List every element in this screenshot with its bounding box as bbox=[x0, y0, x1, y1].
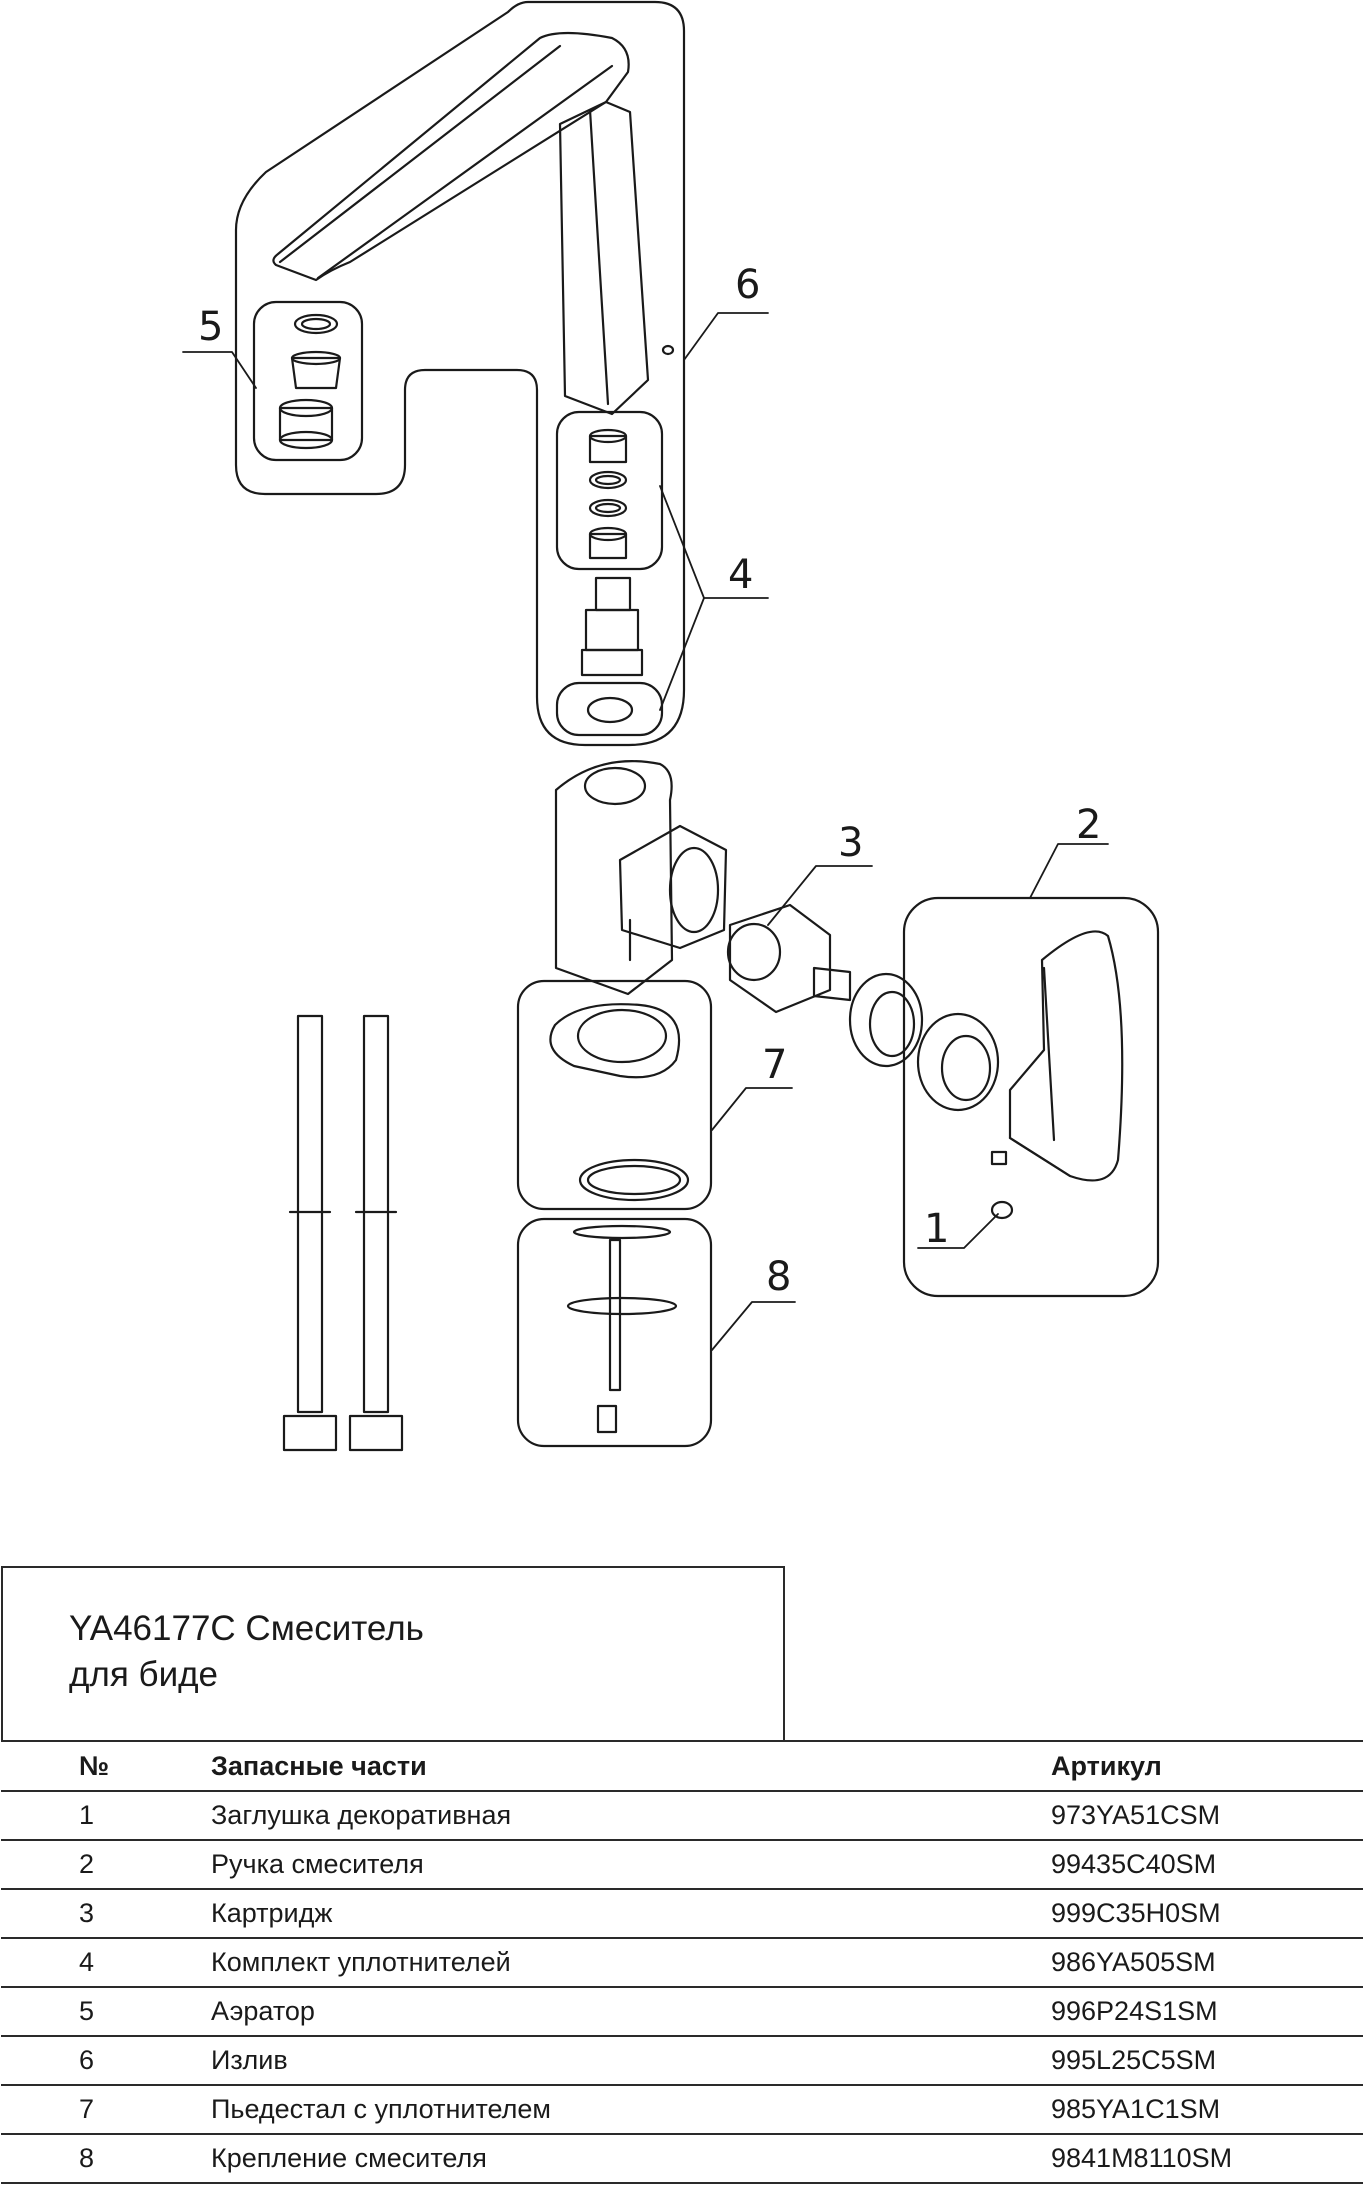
spout-group-outline bbox=[234, 0, 686, 747]
row-part: Комплект уплотнителей bbox=[211, 1937, 1051, 1988]
table-row: 6 Излив 995L25C5SM bbox=[1, 2035, 1363, 2086]
callout-4: 4 bbox=[728, 552, 753, 598]
row-part: Аэратор bbox=[211, 1986, 1051, 2037]
table-row: 2 Ручка смесителя 99435C40SM bbox=[1, 1839, 1363, 1890]
row-num: 6 bbox=[1, 2035, 211, 2086]
callout-5: 5 bbox=[198, 304, 223, 350]
row-num: 1 bbox=[1, 1790, 211, 1841]
row-part: Картридж bbox=[211, 1888, 1051, 1939]
pedestal-group-box bbox=[516, 979, 713, 1211]
row-sku: 99435C40SM bbox=[1051, 1839, 1363, 1890]
row-part: Крепление смесителя bbox=[211, 2133, 1051, 2184]
product-title: YA46177C Смеситель для биде bbox=[69, 1606, 424, 1698]
seal-kit-lower-box bbox=[555, 681, 664, 737]
base-o-ring bbox=[586, 696, 634, 724]
product-title-line2: для биде bbox=[69, 1655, 219, 1694]
row-part: Ручка смесителя bbox=[211, 1839, 1051, 1890]
callout-7: 7 bbox=[762, 1042, 787, 1088]
product-title-line1: YA46177C Смеситель bbox=[69, 1609, 424, 1648]
table-header-row: № Запасные части Артикул bbox=[1, 1740, 1363, 1792]
table-row: 8 Крепление смесителя 9841M8110SM bbox=[1, 2133, 1363, 2184]
row-sku: 996P24S1SM bbox=[1051, 1986, 1363, 2037]
row-num: 5 bbox=[1, 1986, 211, 2037]
title-box: YA46177C Смеситель для биде bbox=[1, 1566, 785, 1742]
callout-1: 1 bbox=[924, 1206, 949, 1252]
exploded-parts-diagram: 1 2 3 4 5 6 7 8 bbox=[182, 0, 1160, 1452]
spout-part bbox=[272, 31, 675, 416]
callout-3: 3 bbox=[838, 820, 863, 866]
row-part: Заглушка декоративная bbox=[211, 1790, 1051, 1841]
row-num: 8 bbox=[1, 2133, 211, 2184]
table-row: 5 Аэратор 996P24S1SM bbox=[1, 1986, 1363, 2037]
table-row: 4 Комплект уплотнителей 986YA505SM bbox=[1, 1937, 1363, 1988]
row-num: 2 bbox=[1, 1839, 211, 1890]
row-num: 3 bbox=[1, 1888, 211, 1939]
table-row: 7 Пьедестал с уплотнителем 985YA1C1SM bbox=[1, 2084, 1363, 2135]
callout-8: 8 bbox=[766, 1254, 791, 1300]
row-sku: 995L25C5SM bbox=[1051, 2035, 1363, 2086]
row-sku: 9841M8110SM bbox=[1051, 2133, 1363, 2184]
row-sku: 986YA505SM bbox=[1051, 1937, 1363, 1988]
handle-part bbox=[990, 930, 1124, 1220]
table-row: 1 Заглушка декоративная 973YA51CSM bbox=[1, 1790, 1363, 1841]
callout-leaders bbox=[182, 312, 1109, 1351]
row-num: 4 bbox=[1, 1937, 211, 1988]
handle-nut-part bbox=[848, 972, 1000, 1112]
mounting-part bbox=[566, 1224, 678, 1434]
spare-parts-table: № Запасные части Артикул 1 Заглушка деко… bbox=[1, 1740, 1363, 2184]
mounting-group-box bbox=[516, 1217, 713, 1448]
supply-hoses bbox=[282, 1014, 404, 1452]
cartridge-part bbox=[726, 903, 852, 1014]
row-sku: 999C35H0SM bbox=[1051, 1888, 1363, 1939]
callout-6: 6 bbox=[735, 262, 760, 308]
pedestal-part bbox=[549, 1003, 690, 1202]
row-num: 7 bbox=[1, 2084, 211, 2135]
seal-kit-part bbox=[580, 428, 644, 677]
header-part: Запасные части bbox=[211, 1740, 1051, 1792]
mixer-body-part bbox=[554, 760, 728, 996]
row-sku: 985YA1C1SM bbox=[1051, 2084, 1363, 2135]
header-num: № bbox=[1, 1740, 211, 1792]
row-part: Излив bbox=[211, 2035, 1051, 2086]
header-sku: Артикул bbox=[1051, 1740, 1363, 1792]
row-sku: 973YA51CSM bbox=[1051, 1790, 1363, 1841]
callout-2: 2 bbox=[1076, 802, 1101, 848]
row-part: Пьедестал с уплотнителем bbox=[211, 2084, 1051, 2135]
table-row: 3 Картридж 999C35H0SM bbox=[1, 1888, 1363, 1939]
aerator-part bbox=[278, 313, 342, 450]
aerator-group-box bbox=[252, 300, 364, 462]
